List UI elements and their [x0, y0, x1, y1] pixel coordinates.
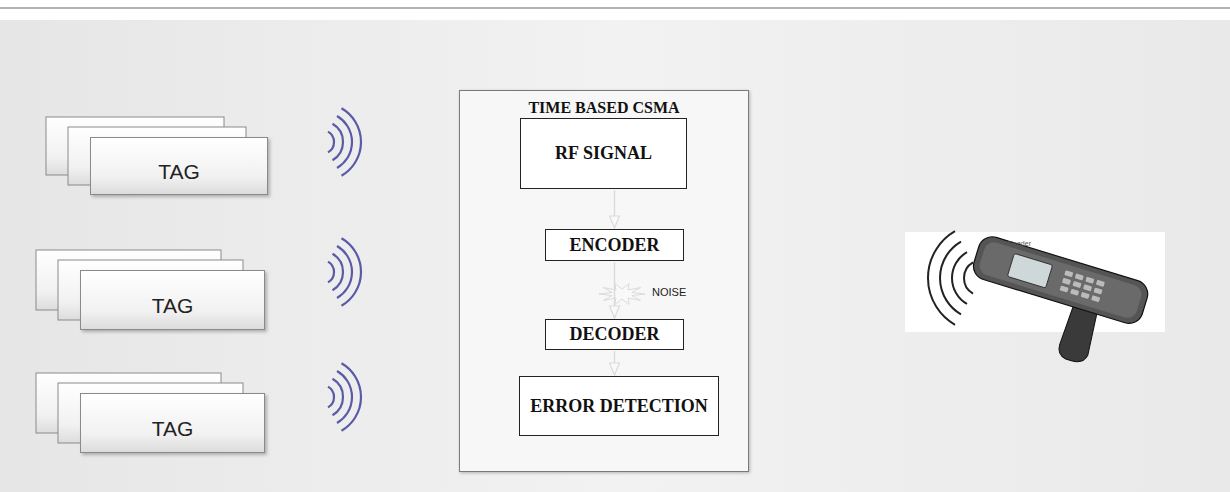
box-label: TAG — [152, 294, 194, 318]
box-label: RF SIGNAL — [555, 143, 652, 164]
radio-waves — [328, 108, 361, 431]
wave-arc — [328, 262, 334, 283]
csma-container: TIME BASED CSMA RF SIGNAL ENCODER DECODER ER… — [459, 90, 749, 472]
wave-arc — [952, 252, 967, 304]
wave-arc — [328, 387, 334, 408]
wave-arc — [337, 371, 352, 423]
tag-box: TAG — [80, 393, 265, 453]
wave-arc — [337, 246, 352, 298]
tag-box: TAG — [80, 270, 265, 330]
ground-panel — [0, 20, 1230, 492]
reader-device — [905, 231, 1165, 376]
wave-arc — [964, 262, 973, 293]
device-label: Reader — [1008, 240, 1031, 247]
process-box: ENCODER — [545, 229, 684, 261]
wave-arc — [928, 231, 955, 325]
wave-arc — [342, 363, 362, 431]
wave-arc — [940, 242, 961, 315]
box-label: TAG — [152, 417, 194, 441]
process-box: ERROR DETECTION — [519, 376, 719, 436]
box-label: TAG — [158, 160, 200, 184]
wave-arc — [328, 132, 334, 153]
process-box: DECODER — [545, 319, 684, 350]
tag-box: TAG — [90, 137, 268, 195]
wave-arc — [337, 116, 352, 168]
box-label: DECODER — [569, 324, 659, 345]
container-heading: TIME BASED CSMA — [460, 99, 748, 117]
process-box: RF SIGNAL — [520, 118, 687, 189]
wave-arc — [342, 238, 362, 306]
noise-label: NOISE — [652, 286, 686, 298]
box-label: ERROR DETECTION — [530, 396, 708, 417]
wave-arc — [333, 254, 344, 290]
wave-arc — [333, 124, 344, 160]
wave-arc — [333, 379, 343, 415]
wave-arc — [342, 108, 362, 176]
box-label: ENCODER — [569, 235, 659, 256]
top-rule — [0, 7, 1230, 9]
